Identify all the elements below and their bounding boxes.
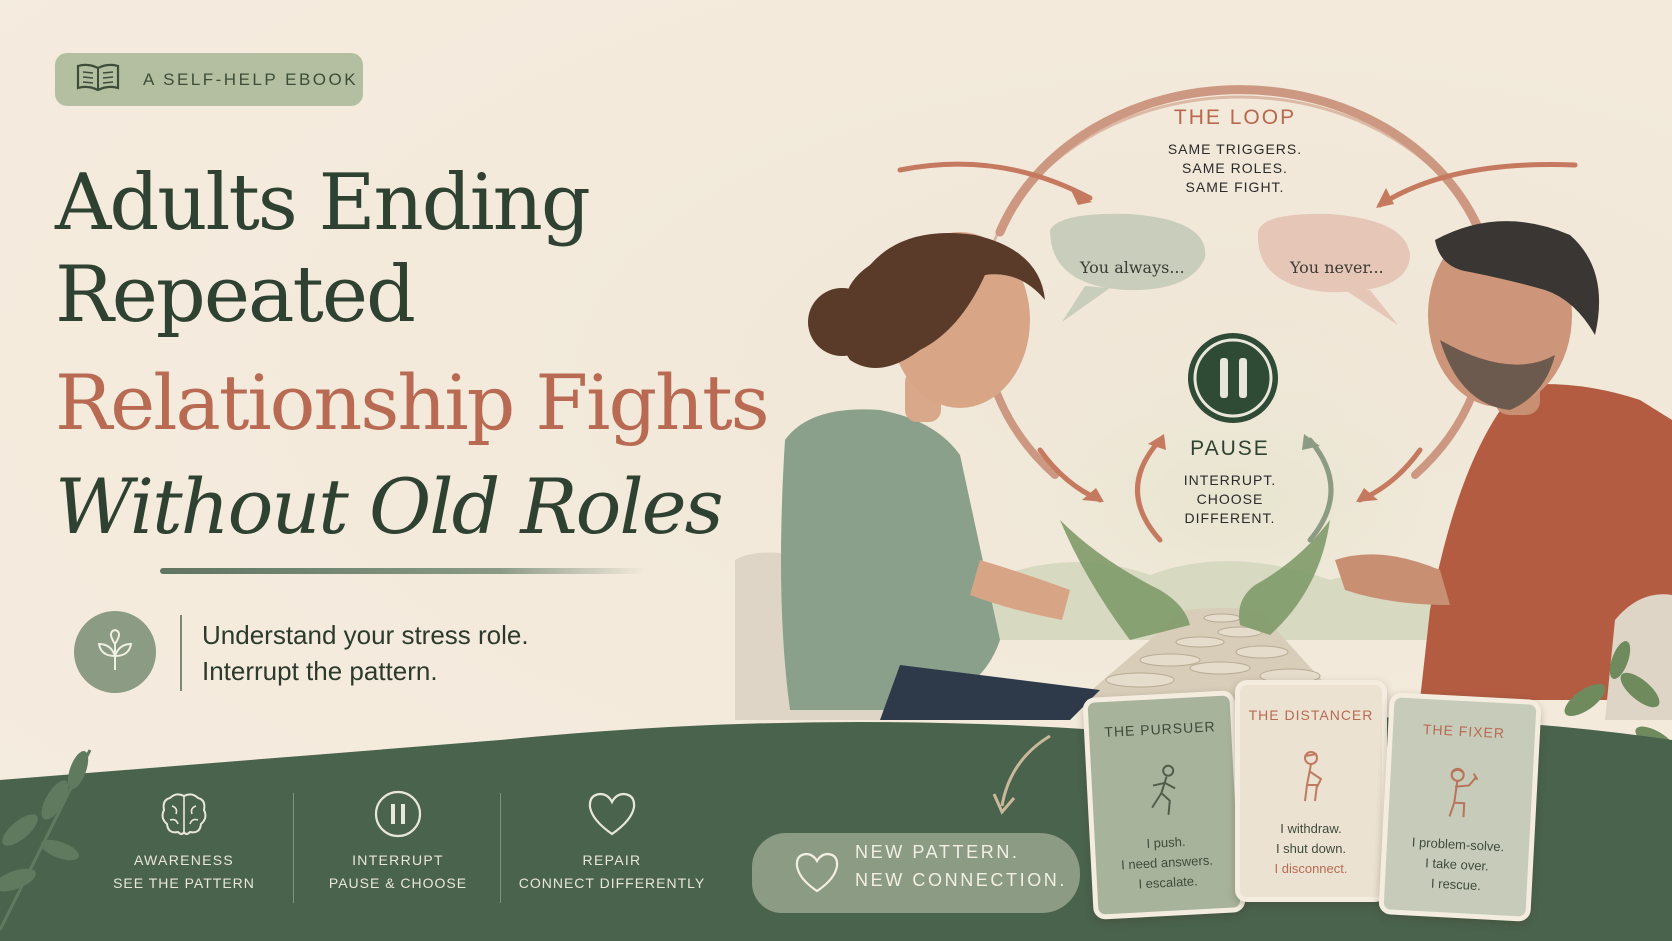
title-line-3: Relationship Fights	[55, 358, 770, 447]
woman-figure	[781, 232, 1100, 720]
brain-icon	[74, 790, 294, 838]
pause-line: DIFFERENT.	[1184, 510, 1276, 526]
feature-title: REPAIR	[582, 852, 642, 868]
feature-title: INTERRUPT	[352, 852, 444, 868]
tagline-line-2: Interrupt the pattern.	[202, 656, 438, 686]
title-underline	[160, 568, 645, 574]
loop-line: SAME TRIGGERS.	[1167, 141, 1303, 157]
feature-divider	[500, 793, 501, 903]
figure-with-wrench-icon	[1388, 761, 1533, 824]
feature-awareness: AWARENESS SEE THE PATTERN	[74, 790, 294, 891]
role-card-pursuer: THE PURSUER I push. I need answers. I es…	[1082, 690, 1246, 920]
pause-line: INTERRUPT.	[1183, 472, 1277, 488]
open-book-icon	[75, 62, 121, 97]
feature-repair: REPAIR CONNECT DIFFERENTLY	[502, 790, 722, 891]
new-pattern-line-2: NEW CONNECTION.	[855, 870, 1067, 890]
title-line-4: Without Old Roles	[55, 462, 724, 551]
running-figure-icon	[1091, 759, 1236, 822]
speech-bubble-right: You never...	[1290, 258, 1384, 277]
pause-icon	[1188, 333, 1278, 423]
loop-line: SAME FIGHT.	[1185, 179, 1285, 195]
heart-icon	[502, 790, 722, 838]
card-line: I shut down.	[1275, 841, 1347, 856]
pause-icon	[288, 790, 508, 838]
man-figure	[1335, 221, 1672, 700]
pause-title: PAUSE	[1190, 437, 1270, 460]
tagline-divider	[180, 615, 182, 691]
role-card-distancer: THE DISTANCER I withdraw. I shut down. I…	[1235, 680, 1387, 902]
new-pattern-line-1: NEW PATTERN.	[855, 842, 1020, 862]
feature-divider	[293, 793, 294, 903]
loop-line: SAME ROLES.	[1182, 160, 1288, 176]
speech-bubble-left: You always...	[1080, 258, 1185, 277]
card-title: THE PURSUER	[1103, 718, 1217, 741]
card-title: THE FIXER	[1422, 720, 1506, 742]
heart-icon	[794, 851, 840, 900]
card-line: I disconnect.	[1274, 861, 1348, 876]
role-card-fixer: THE FIXER I problem-solve. I take over. …	[1378, 692, 1542, 922]
feature-subtitle: SEE THE PATTERN	[113, 875, 255, 891]
card-title: THE DISTANCER	[1248, 707, 1374, 723]
title-line-1: Adults Ending	[55, 158, 591, 248]
sprout-icon	[95, 628, 135, 677]
badge-label: A SELF-HELP EBOOK	[143, 69, 359, 89]
feature-interrupt: INTERRUPT PAUSE & CHOOSE	[288, 790, 508, 891]
title-line-2: Repeated	[55, 250, 416, 340]
ebook-badge: A SELF-HELP EBOOK	[55, 53, 363, 106]
new-pattern-pill	[752, 833, 1080, 913]
curved-arrow-icon	[992, 734, 1051, 815]
feature-subtitle: PAUSE & CHOOSE	[328, 875, 468, 891]
feature-title: AWARENESS	[133, 852, 235, 868]
tagline-line-1: Understand your stress role.	[202, 620, 529, 650]
loop-title: THE LOOP	[1173, 106, 1297, 129]
feature-subtitle: CONNECT DIFFERENTLY	[518, 875, 706, 891]
pause-line: CHOOSE	[1196, 491, 1264, 507]
card-line: I withdraw.	[1280, 821, 1342, 836]
walking-away-figure-icon	[1240, 749, 1382, 805]
sprout-badge	[74, 611, 156, 693]
